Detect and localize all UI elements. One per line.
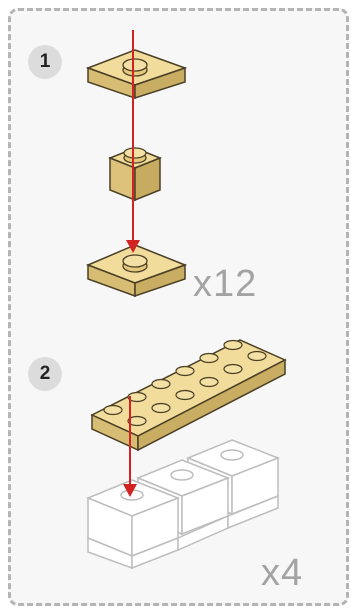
ghost-assembly: [88, 440, 278, 568]
plate-2x6: [92, 340, 285, 450]
bottom-plate-1x1: [88, 245, 185, 296]
top-plate-1x1: [88, 50, 185, 98]
brick-1x1: [110, 148, 160, 200]
quantity-label-step-2: x4: [261, 552, 303, 595]
quantity-label-step-1: x12: [193, 263, 257, 306]
